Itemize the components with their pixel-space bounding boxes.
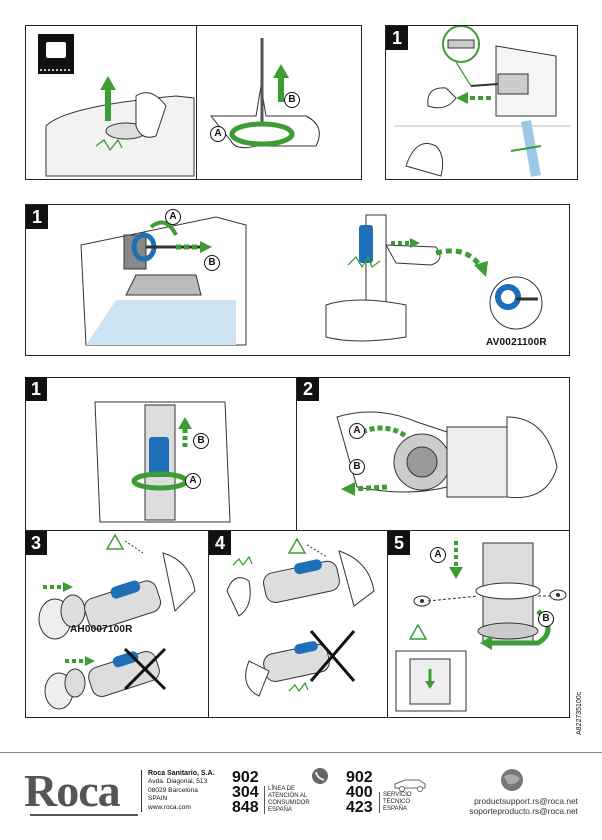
website-link[interactable]: www.roca.com (148, 803, 191, 811)
grid-cell-5: 5 A B (388, 531, 570, 718)
step-number: 2 (297, 377, 319, 401)
cylinder-rotate-illustration (94, 401, 231, 523)
part-code: AV0021100R (486, 337, 547, 348)
grid-cell-3: 3 AH0007100R (25, 531, 209, 718)
phone-label-line: ESPAÑA (268, 807, 292, 813)
flush-button-illustration (38, 34, 320, 177)
grid-cell-1: 1 B A (25, 377, 297, 531)
label-b: B (284, 92, 300, 108)
globe-icon (501, 769, 523, 791)
label-a: A (430, 547, 446, 563)
phone-label-line: SERVICIO (383, 792, 412, 798)
step-number: 3 (25, 531, 47, 555)
phone-label-line: ESPAÑA (383, 806, 407, 812)
phone-label-line: ATENCIÓN AL (268, 793, 308, 799)
grid-vdivider-3 (387, 530, 388, 718)
phone-consumer[interactable]: 902 304 848 (232, 769, 259, 816)
part-code: AH0007100R (70, 624, 133, 635)
phone-service-label: SERVICIO TÉCNICO ESPAÑA (379, 792, 412, 813)
phone-digits: 848 (232, 799, 259, 816)
brand-logo: Roca (24, 765, 121, 816)
divider (196, 26, 197, 179)
panel-band2: 1 A B AV0021100R (25, 204, 570, 356)
panel-top-left: A B (25, 25, 362, 180)
logo-underline (30, 814, 138, 816)
address-line: Avda. Diagonal, 513 (148, 778, 208, 786)
grid-cell-2: 2 A B (297, 377, 570, 531)
phone-label-line: CONSUMIDOR (268, 800, 310, 806)
clip-assemble-illustration (226, 537, 375, 697)
grid-vdivider-2 (208, 530, 209, 718)
phone-label-line: TÉCNICO (383, 799, 410, 805)
document-reference: A822735100c (576, 691, 583, 735)
phone-service[interactable]: 902 400 423 (346, 769, 373, 816)
label-a: A (165, 209, 181, 225)
step-number: 1 (26, 205, 48, 229)
footer-rule (0, 752, 602, 753)
valve-removal-illustration (394, 26, 571, 177)
company-name: Roca Sanitario, S.A. (148, 770, 215, 777)
phone-digits: 304 (232, 784, 259, 801)
label-a: A (185, 473, 201, 489)
phone-consumer-label: LÍNEA DE ATENCIÓN AL CONSUMIDOR ESPAÑA (264, 786, 310, 814)
grid-hdivider (25, 530, 570, 531)
phone-digits: 902 (232, 769, 259, 786)
step-number: 5 (388, 531, 410, 555)
step-number: 1 (25, 377, 47, 401)
address-line: 08029 Barcelona (148, 786, 198, 794)
label-b: B (204, 255, 220, 271)
step-number: 4 (209, 531, 231, 555)
step-number: 1 (386, 26, 408, 50)
cylinder-lock-illustration (395, 541, 567, 712)
gasket-insert-illustration (38, 533, 196, 710)
phone-digits: 902 (346, 769, 373, 786)
phone-icon (312, 768, 328, 784)
phone-digits: 423 (346, 799, 373, 816)
phone-digits: 400 (346, 784, 373, 801)
panel-top-right: 1 (385, 25, 578, 180)
label-b: B (193, 433, 209, 449)
label-b: B (349, 459, 365, 475)
grid-vdivider-1 (296, 377, 297, 530)
label-b: B (538, 611, 554, 627)
email-link[interactable]: productsupport.rs@roca.net (474, 796, 578, 806)
support-emails: productsupport.rs@roca.net soporteproduc… (452, 796, 578, 816)
address-line: SPAIN (148, 795, 168, 803)
phone-label-line: LÍNEA DE (268, 786, 296, 792)
label-a: A (349, 423, 365, 439)
float-valve-illustration (80, 214, 543, 346)
company-address: Roca Sanitario, S.A. Avda. Diagonal, 513… (141, 770, 215, 813)
label-a: A (210, 126, 226, 142)
email-link[interactable]: soporteproducto.rs@roca.net (469, 806, 578, 816)
cap-unscrew-illustration (336, 411, 558, 499)
grid-cell-4: 4 (209, 531, 388, 718)
